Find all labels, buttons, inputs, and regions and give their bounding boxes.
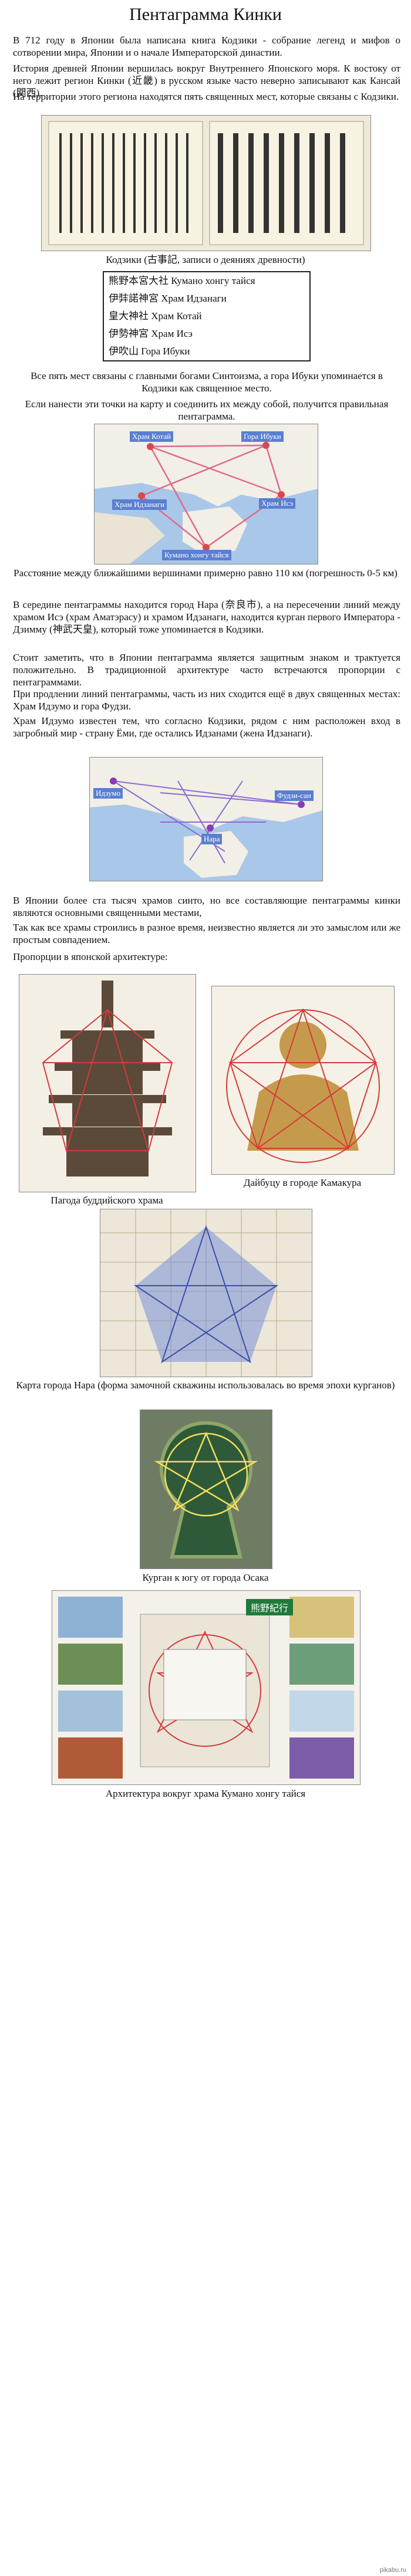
kofun-caption: Курган к югу от города Осака: [142, 1572, 269, 1583]
extended-pentagram-map: Идзумо Фудзи-сан Нара: [89, 757, 323, 881]
distance-caption: Расстояние между ближайшими вершинами пр…: [14, 567, 397, 579]
nara-map-caption: Карта города Нара (форма замочной скважи…: [16, 1380, 395, 1391]
poster-title: 熊野紀行: [246, 1599, 294, 1615]
map-label-kumano: Кумано хонгу тайся: [162, 550, 231, 560]
temples-paragraph: В Японии более ста тысяч храмов синто, н…: [13, 895, 400, 918]
pentagram-map: Храм Котай Гора Ибуки Храм Идзанаги Храм…: [94, 424, 318, 564]
region-paragraph: На территории этого региона находятся пя…: [13, 91, 399, 102]
coincidence-paragraph: Так как все храмы строились в разное вре…: [13, 922, 400, 945]
map-label-ibuki: Гора Ибуки: [241, 431, 284, 442]
place-kotai: 皇大神社 Храм Котай: [109, 310, 202, 322]
kumano-poster: 熊野紀行: [52, 1590, 361, 1785]
pagoda-diagram: [19, 974, 196, 1192]
nara-city-map: [100, 1209, 312, 1377]
map-label-ise: Храм Исэ: [259, 498, 296, 509]
place-ise: 伊勢神宮 Храм Исэ: [109, 328, 193, 339]
history-paragraph: История древней Японии вершилась вокруг …: [13, 63, 400, 99]
extension-paragraph: При продлении линий пентаграммы, часть и…: [13, 688, 400, 712]
page-title: Пентаграмма Кинки: [129, 5, 282, 24]
place-kumano: 熊野本宮大社 Кумано хонгу тайся: [109, 275, 255, 286]
daibutsu-caption: Дайбуцу в городе Камакура: [243, 1177, 362, 1188]
proportions-heading: Пропорции в японской архитектуре:: [13, 951, 168, 962]
site-watermark: pikabu.ru: [379, 2567, 406, 2574]
kojiki-book-image: [41, 115, 371, 251]
nara-paragraph: В середине пентаграммы находится город Н…: [13, 599, 400, 635]
map-label-kotai: Храм Котай: [130, 431, 174, 442]
kofun-aerial-image: [140, 1409, 272, 1569]
protection-paragraph: Стоит заметить, что в Японии пентаграмма…: [13, 652, 400, 688]
daibutsu-diagram: [211, 986, 395, 1175]
sacred-places-list: 熊野本宮大社 Кумано хонгу тайся 伊弉諾神宮 Храм Идз…: [103, 271, 311, 361]
map-label-fuji: Фудзи-сан: [275, 790, 314, 801]
place-ibuki: 伊吹山 Гора Ибуки: [109, 346, 190, 357]
pagoda-caption: Пагода буддийского храма: [50, 1195, 163, 1206]
place-izanagi: 伊弉諾神宮 Храм Идзанаги: [109, 293, 227, 304]
kojiki-caption: Кодзики (古事記, записи о деяниях древности…: [106, 254, 305, 265]
intro-paragraph: В 712 году в Японии была написана книга …: [13, 35, 400, 58]
map-label-izumo: Идзумо: [93, 788, 123, 799]
kumano-caption: Архитектура вокруг храма Кумано хонгу та…: [105, 1788, 306, 1799]
gods-paragraph: Все пять мест связаны с главными богами …: [31, 370, 383, 394]
pentagram-paragraph: Если нанести эти точки на карту и соедин…: [25, 398, 389, 422]
map-label-izanagi: Храм Идзанаги: [112, 499, 167, 510]
map-label-nara: Нара: [201, 834, 223, 844]
izumo-paragraph: Храм Идзумо известен тем, что согласно К…: [13, 715, 400, 739]
